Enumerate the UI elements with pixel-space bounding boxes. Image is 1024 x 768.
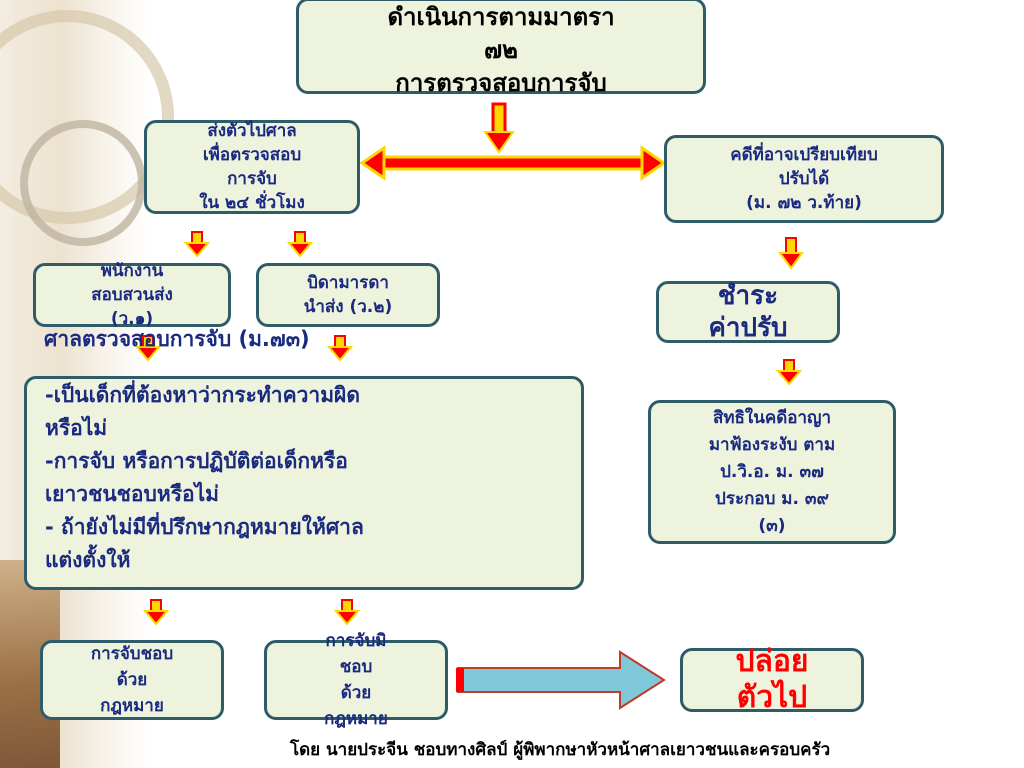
- rights-line-4: ประกอบ ม. ๓๙: [715, 488, 829, 509]
- officer-line-2: สอบสวนส่ง: [91, 285, 173, 305]
- step-finable-case: คดีที่อาจเปรียบเทียบ ปรับได้ (ม. ๗๒ ว.ท้…: [664, 135, 944, 223]
- unlawful-line-2: ชอบ: [339, 657, 373, 677]
- step-lawful-arrest: การจับชอบ ด้วย กฎหมาย: [40, 640, 224, 720]
- arrow-court-parent: [286, 231, 314, 258]
- main-line-3: -การจับ หรือการปฏิบัติต่อเด็กหรือ: [45, 449, 348, 473]
- main-line-2: หรือไม่: [45, 416, 108, 440]
- arrow-main-lawful: [142, 599, 170, 626]
- lawful-line-2: ด้วย: [116, 670, 148, 690]
- main-line-6: แต่งตั้งให้: [45, 548, 131, 572]
- arrow-officer-main: [134, 335, 162, 362]
- rights-line-5: (๓): [758, 515, 786, 536]
- fine-line-1: คดีที่อาจเปรียบเทียบ: [730, 145, 878, 165]
- pay-line-1: ชำระ: [717, 281, 779, 311]
- court-line-3: การจับ: [227, 169, 277, 189]
- court-line-1: ส่งตัวไปศาล: [207, 121, 297, 141]
- step-pay-fine: ชำระ ค่าปรับ: [656, 281, 840, 343]
- release-line-1: ปล่อย: [735, 644, 809, 679]
- parent-line-1: บิดามารดา: [307, 273, 389, 293]
- author-credit: โดย นายประจีน ชอบทางศิลป์ ผู้พิพากษาหัวห…: [290, 740, 831, 760]
- unlawful-line-1: การจับมิ: [325, 631, 387, 651]
- step-parent-delivery: บิดามารดา นำส่ง (ว.๒): [256, 263, 440, 327]
- lawful-line-3: กฎหมาย: [100, 696, 164, 716]
- main-box-title: ศาลตรวจสอบการจับ (ม.๗๓): [44, 327, 310, 351]
- main-line-1: -เป็นเด็กที่ต้องหาว่ากระทำความผิด: [45, 383, 360, 407]
- pay-line-2: ค่าปรับ: [708, 313, 788, 343]
- arrow-parent-main: [326, 335, 354, 362]
- step-section-72: ดำเนินการตามมาตรา ๗๒ การตรวจสอบการจับ: [296, 0, 706, 97]
- arrow-main-unlawful: [333, 599, 361, 626]
- main-line-4: เยาวชนชอบหรือไม่: [45, 482, 220, 506]
- officer-line-1: พนักงาน: [100, 261, 164, 281]
- release-line-2: ตัวไป: [736, 680, 808, 715]
- top-line-1: ดำเนินการตามมาตรา: [387, 3, 615, 31]
- fine-line-3: (ม. ๗๒ ว.ท้าย): [746, 193, 862, 213]
- top-line-3: การตรวจสอบการจับ: [395, 69, 607, 97]
- top-line-2: ๗๒: [484, 36, 518, 64]
- step-inquiry-officer: พนักงาน สอบสวนส่ง (ว.๑): [33, 261, 231, 329]
- step-release: ปล่อย ตัวไป: [680, 644, 864, 715]
- arrow-double-horizontal: [359, 145, 667, 181]
- decor-ring-small: [20, 120, 146, 246]
- parent-line-2: นำส่ง (ว.๒): [303, 297, 393, 317]
- arrow-top-down: [483, 102, 515, 154]
- unlawful-line-4: กฎหมาย: [324, 709, 388, 729]
- step-send-to-court: ส่งตัวไปศาล เพื่อตรวจสอบ การจับ ใน ๒๔ ชั…: [144, 120, 360, 214]
- main-line-5: - ถ้ายังไม่มีที่ปรึกษากฎหมายให้ศาล: [45, 515, 364, 539]
- arrow-fine-pay: [778, 237, 804, 270]
- lawful-line-1: การจับชอบ: [90, 644, 174, 664]
- officer-line-3: (ว.๑): [110, 309, 154, 329]
- court-line-4: ใน ๒๔ ชั่วโมง: [199, 193, 305, 213]
- arrow-pay-rights: [775, 359, 803, 386]
- step-court-review: -เป็นเด็กที่ต้องหาว่ากระทำความผิด หรือไม…: [24, 376, 584, 590]
- rights-line-2: มาฟ้องระงับ ตาม: [708, 434, 836, 455]
- arrow-unlawful-release: [456, 650, 666, 710]
- fine-line-2: ปรับได้: [778, 169, 830, 189]
- rights-line-1: สิทธิในคดีอาญา: [712, 407, 832, 428]
- court-line-2: เพื่อตรวจสอบ: [202, 145, 302, 165]
- unlawful-line-3: ด้วย: [340, 683, 372, 703]
- step-criminal-rights: สิทธิในคดีอาญา มาฟ้องระงับ ตาม ป.วิ.อ. ม…: [648, 400, 896, 544]
- step-unlawful-arrest: การจับมิ ชอบ ด้วย กฎหมาย: [264, 631, 448, 729]
- arrow-court-officer: [183, 231, 211, 258]
- rights-line-3: ป.วิ.อ. ม. ๓๗: [720, 461, 824, 482]
